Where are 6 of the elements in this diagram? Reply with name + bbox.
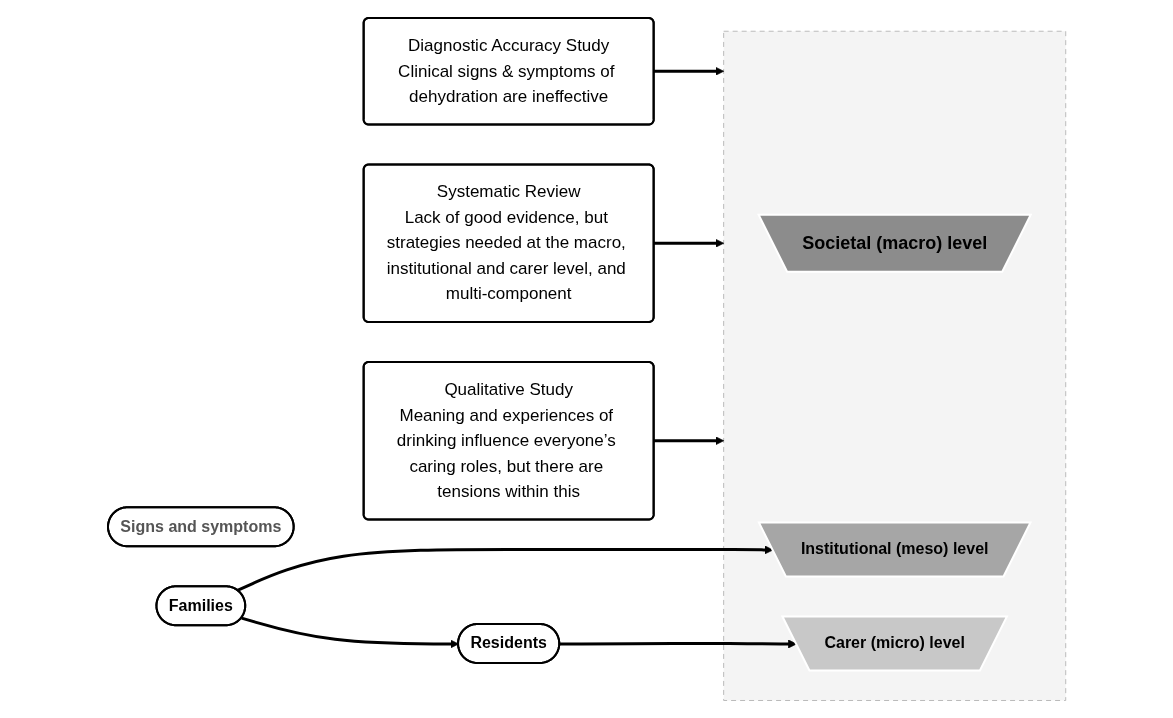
cluster: [722, 30, 1066, 701]
arrow: [236, 545, 773, 592]
arrow: [653, 238, 724, 248]
arrow: [559, 639, 797, 649]
arrow: [653, 66, 724, 76]
arrow: [653, 436, 724, 445]
